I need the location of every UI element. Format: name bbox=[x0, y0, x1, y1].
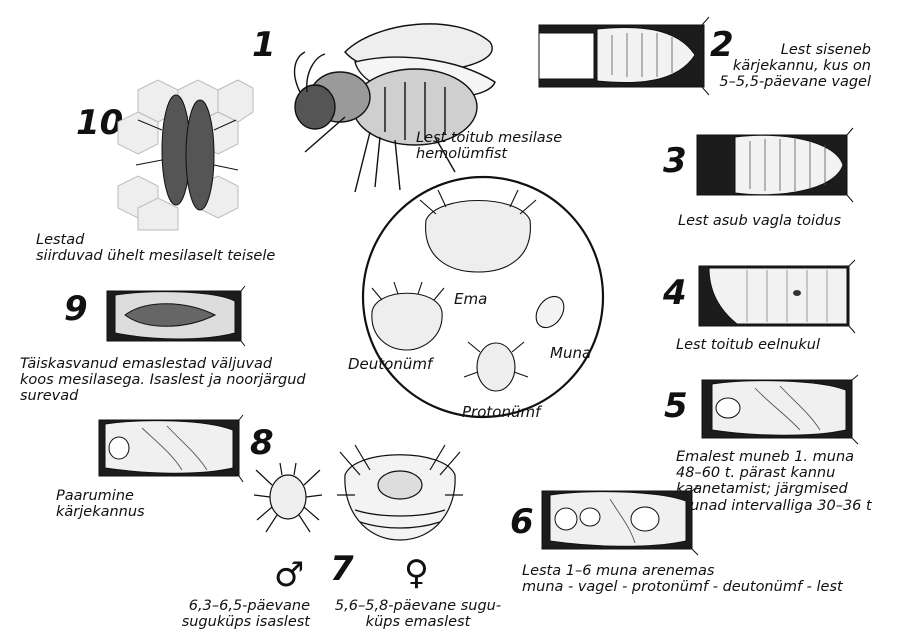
stage-6-cell bbox=[540, 485, 700, 557]
stage-3-caption: Lest asub vagla toidus bbox=[678, 213, 841, 229]
stage-5-caption: Emalest muneb 1. muna 48–60 t. pärast ka… bbox=[676, 449, 872, 514]
stage-4-number: 4 bbox=[663, 276, 687, 310]
stage-8-caption: Paarumine kärjekannus bbox=[56, 488, 145, 520]
stage-3-number: 3 bbox=[663, 144, 687, 178]
stage-9-number: 9 bbox=[64, 292, 88, 326]
stage-8-cell bbox=[97, 414, 245, 484]
stage-9-caption: Täiskasvanud emaslestad väljuvad koos me… bbox=[20, 356, 306, 405]
stage-9-cell bbox=[105, 285, 247, 347]
stage-2-caption: Lest siseneb kärjekannu, kus on 5–5,5-pä… bbox=[719, 42, 871, 91]
stage-4-cell bbox=[697, 258, 857, 336]
male-mite-illustration bbox=[252, 455, 324, 535]
stage-10-caption: Lestad siirduvad ühelt mesilaselt teisel… bbox=[36, 232, 275, 264]
stage-7-male-caption: 6,3–6,5-päevane suguküps isaslest bbox=[150, 598, 310, 630]
stage-10-comb-illustration bbox=[118, 80, 253, 230]
stage-10-number: 10 bbox=[76, 106, 123, 140]
stage-7-number: 7 bbox=[330, 552, 354, 586]
stage-1-caption: Lest toitub mesilase hemolümfist bbox=[416, 130, 562, 162]
stage-2-cell bbox=[537, 15, 712, 97]
center-label-ema: Ema bbox=[454, 290, 487, 308]
stage-8-number: 8 bbox=[250, 426, 274, 460]
stage-5-number: 5 bbox=[664, 389, 688, 423]
stage-3-cell bbox=[695, 125, 855, 205]
stage-6-caption: Lesta 1–6 muna arenemas muna - vagel - p… bbox=[522, 563, 843, 595]
female-mite-illustration bbox=[335, 440, 465, 545]
male-symbol: ♂ bbox=[274, 558, 304, 592]
center-label-protonymf: Protonümf bbox=[462, 403, 540, 421]
female-symbol: ♀ bbox=[404, 556, 429, 590]
stage-5-cell bbox=[700, 374, 860, 446]
stage-7-female-caption: 5,6–5,8-päevane sugu- küps emaslest bbox=[318, 598, 518, 630]
center-label-deutonymf: Deutonümf bbox=[348, 355, 432, 373]
stage-6-number: 6 bbox=[510, 505, 534, 539]
center-label-muna: Muna bbox=[550, 344, 591, 362]
stage-4-caption: Lest toitub eelnukul bbox=[676, 337, 820, 353]
stage-1-number: 1 bbox=[252, 28, 276, 62]
bee-illustration bbox=[285, 12, 515, 197]
